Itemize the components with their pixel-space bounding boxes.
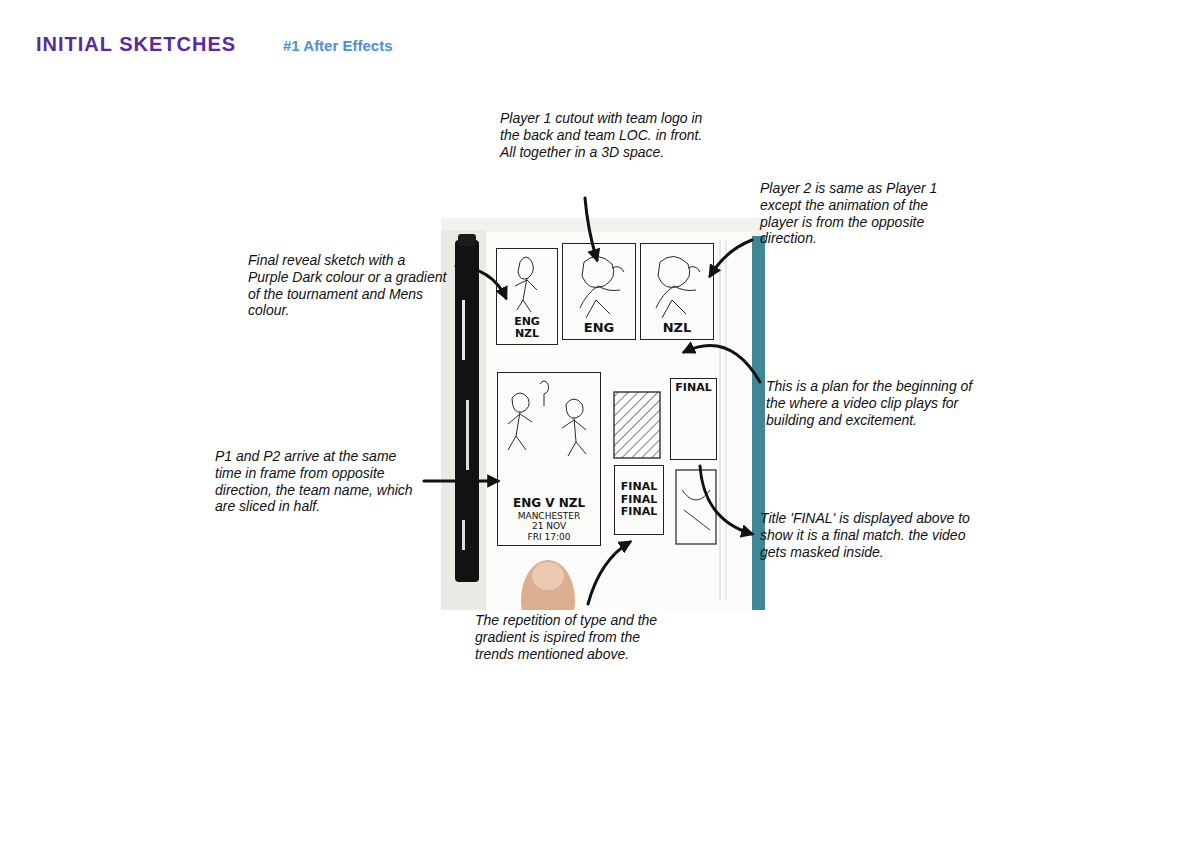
page-title: INITIAL SKETCHES — [36, 33, 236, 56]
photo-ground — [441, 218, 765, 610]
sketch-panel: ENG V NZLMANCHESTER21 NOVFRI 17:00 — [497, 372, 601, 546]
leader-arrow — [456, 266, 506, 298]
player-figure — [562, 399, 586, 456]
sketch-panel: NZL — [640, 243, 714, 340]
leader-arrow — [588, 542, 630, 604]
leader-arrow — [710, 240, 752, 276]
sketch-type: FRI 17:00 — [528, 532, 571, 542]
sketch-panel — [676, 470, 716, 544]
sketch-type: ENG V NZL — [513, 497, 585, 511]
pen-print — [462, 520, 465, 550]
player-figure — [580, 256, 624, 318]
player-figure — [508, 393, 532, 450]
annotation-note: Title 'FINAL' is displayed above to show… — [760, 510, 975, 560]
video-frame — [614, 392, 660, 458]
pen-body — [455, 240, 479, 582]
annotation-note: This is a plan for the beginning of the … — [766, 378, 981, 428]
annotation-note: Player 2 is same as Player 1 except the … — [760, 180, 970, 247]
leader-arrow — [700, 466, 752, 534]
finger-tip — [521, 560, 575, 610]
sketch-type: ENG — [584, 321, 614, 336]
finger-nail — [532, 562, 564, 590]
sketch-type: FINAL — [621, 481, 657, 494]
sketch-panel: FINAL — [670, 378, 717, 460]
left-page — [441, 230, 486, 610]
sketch-type: FINAL — [621, 506, 657, 519]
photo — [441, 218, 765, 610]
sketch-type: FINAL — [621, 494, 657, 507]
player-figure — [656, 256, 700, 318]
subtitle: #1 After Effects — [283, 37, 503, 55]
player-figure — [515, 257, 537, 312]
pen-cap — [458, 234, 476, 246]
sketch-type: MANCHESTER — [518, 511, 581, 521]
sketch-panel: FINALFINALFINAL — [614, 465, 664, 535]
sketch-panel: ENGNZL — [496, 248, 558, 345]
page-edge — [720, 240, 721, 600]
page-edge — [726, 240, 727, 600]
leader-arrow — [424, 480, 498, 483]
sketch-type: ENG — [514, 316, 540, 329]
sketch-type: FINAL — [675, 382, 711, 395]
sketch-panel: ENG — [562, 243, 636, 340]
sketch-figures — [508, 256, 700, 600]
sketch-type: 21 NOV — [532, 521, 566, 531]
sketch-type: NZL — [515, 328, 539, 341]
logo-sketch — [540, 381, 549, 406]
annotation-note: Final reveal sketch with a Purple Dark c… — [248, 252, 448, 319]
pen-print — [466, 400, 469, 470]
finger — [521, 560, 575, 610]
leader-arrow — [684, 345, 760, 382]
annotation-note: P1 and P2 arrive at the same time in fra… — [215, 448, 420, 515]
pen-print — [462, 300, 465, 360]
annotation-note: Player 1 cutout with team logo in the ba… — [500, 110, 715, 160]
notebook-page — [486, 232, 752, 610]
sketch-type: NZL — [663, 321, 692, 336]
annotation-note: The repetition of type and the gradient … — [475, 612, 680, 662]
pen — [455, 234, 479, 582]
leader-arrow — [585, 198, 597, 260]
leader-arrows — [424, 198, 760, 604]
